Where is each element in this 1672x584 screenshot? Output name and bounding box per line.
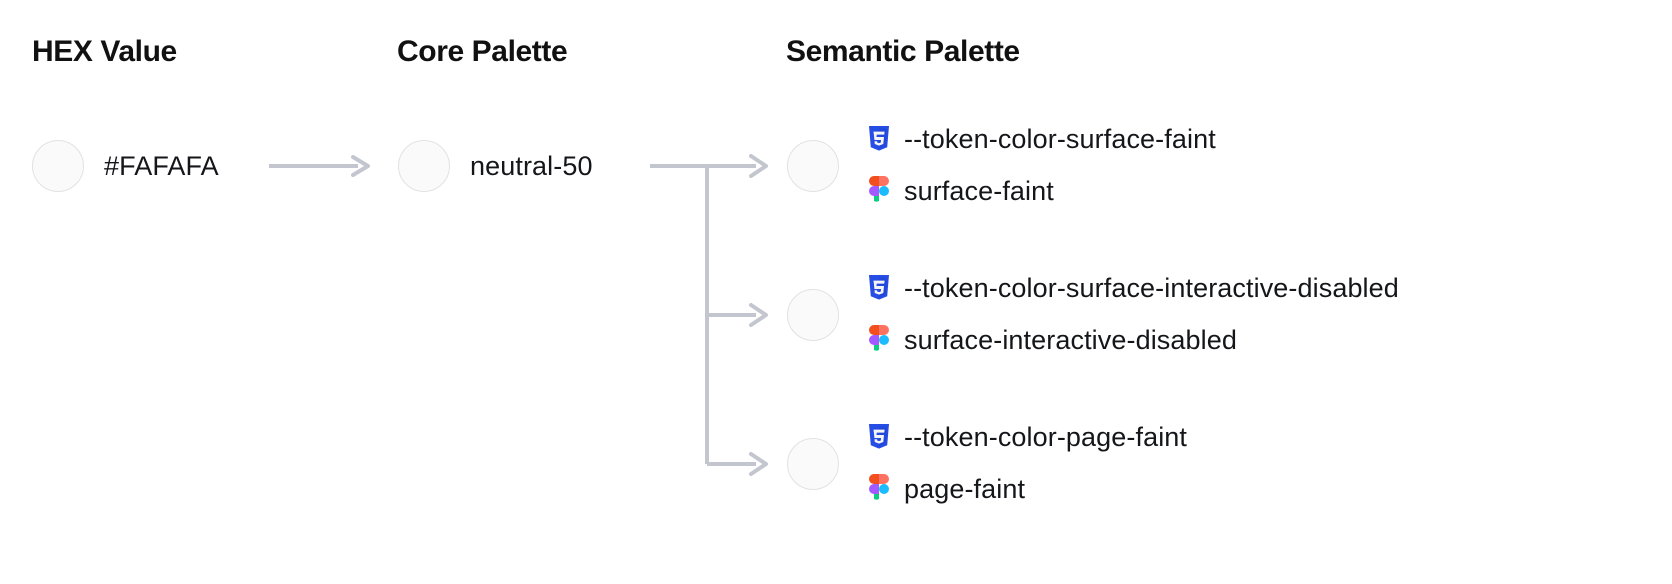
column-heading-core-palette: Core Palette [397,35,568,68]
figma-icon [866,176,892,206]
color-swatch-hex [32,140,84,192]
color-swatch-semantic [787,438,839,490]
css-token-line: --token-color-surface-faint [866,113,1216,165]
figma-token-label: surface-interactive-disabled [904,325,1237,355]
semantic-token-group: --token-color-surface-faint surface-fain… [866,113,1216,217]
css-token-label: --token-color-surface-interactive-disabl… [904,273,1399,303]
css-token-line: --token-color-surface-interactive-disabl… [866,262,1399,314]
core-palette-label: neutral-50 [470,151,593,181]
color-swatch-semantic [787,289,839,341]
figma-token-line: surface-interactive-disabled [866,314,1399,366]
figma-icon [866,474,892,504]
color-swatch-semantic [787,140,839,192]
arrow-right-icon [268,155,372,177]
css3-icon [866,124,892,154]
semantic-token-group: --token-color-page-faint page-faint [866,411,1187,515]
css-token-label: --token-color-page-faint [904,422,1188,452]
figma-icon [866,325,892,355]
css3-icon [866,273,892,303]
column-heading-semantic-palette: Semantic Palette [786,35,1020,68]
figma-token-line: page-faint [866,463,1187,515]
figma-token-label: page-faint [904,474,1026,504]
css-token-label: --token-color-surface-faint [904,124,1216,154]
branching-arrow-icon [648,150,774,480]
semantic-token-group: --token-color-surface-interactive-disabl… [866,262,1399,366]
hex-value-label: #FAFAFA [104,151,219,181]
figma-token-line: surface-faint [866,165,1216,217]
css-token-line: --token-color-page-faint [866,411,1187,463]
color-swatch-core [398,140,450,192]
css3-icon [866,422,892,452]
column-heading-hex-value: HEX Value [32,35,177,68]
figma-token-label: surface-faint [904,176,1054,206]
